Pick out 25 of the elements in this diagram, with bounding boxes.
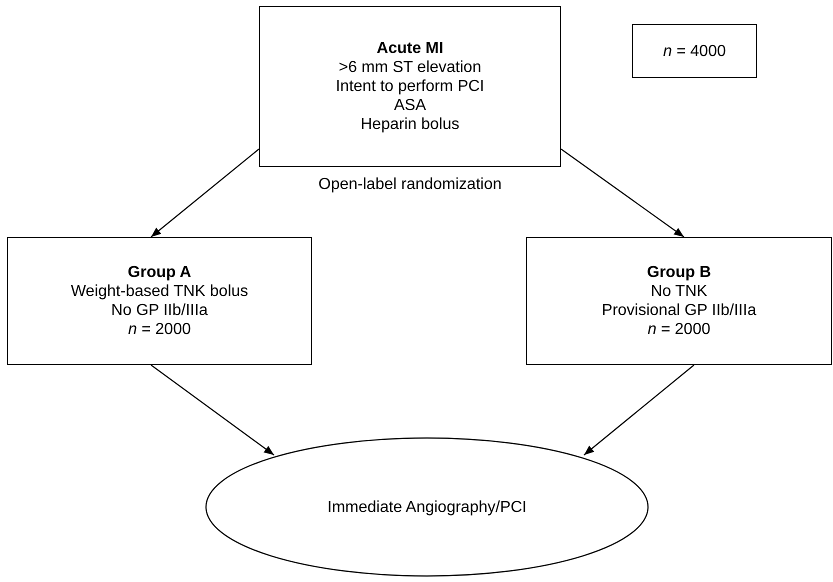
arrow [150, 364, 274, 456]
terminal-ellipse [205, 437, 649, 577]
box-heading: Group A [128, 263, 192, 282]
box-text: ASA [394, 96, 426, 115]
box-heading: Acute MI [376, 39, 444, 58]
box-text: Intent to perform PCI [336, 77, 484, 96]
box-text: n = 4000 [663, 42, 726, 60]
box-text: n = 2000 [648, 320, 710, 339]
box-text: Heparin bolus [360, 115, 460, 134]
box-text: >6 mm ST elevation [338, 58, 482, 77]
annotation-text: Open-label randomization [317, 175, 503, 194]
box-heading: Group B [647, 263, 711, 282]
process-box [526, 237, 832, 365]
arrow [584, 364, 694, 456]
box-text: Weight-based TNK bolus [70, 282, 248, 301]
box-text: No TNK [650, 282, 708, 301]
arrow [150, 148, 260, 238]
box-text: Immediate Angiography/PCI [327, 498, 527, 516]
process-box [259, 6, 561, 167]
process-box [632, 24, 757, 78]
box-text: No GP IIb/IIIa [111, 301, 208, 320]
arrow [560, 148, 684, 238]
box-text: Provisional GP IIb/IIIa [602, 301, 756, 320]
process-box [7, 237, 312, 365]
box-text: n = 2000 [128, 320, 191, 339]
